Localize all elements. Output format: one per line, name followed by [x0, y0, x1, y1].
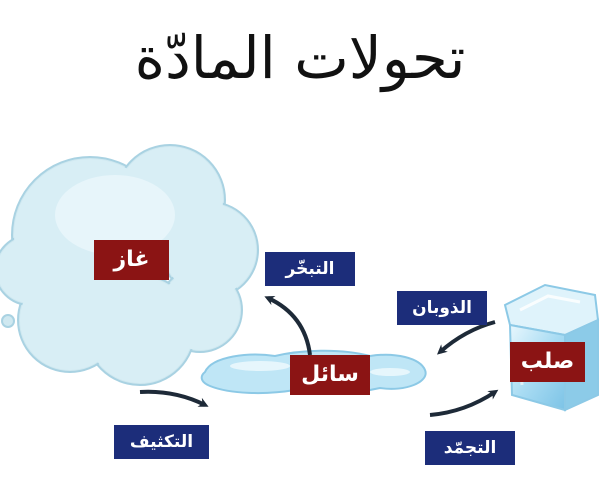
state-label-liquid: سائل — [290, 355, 370, 395]
process-label-freezing: التجمّد — [425, 431, 515, 465]
diagram-title: تحولات المادّة — [134, 24, 466, 92]
process-label-evaporation: التبخّر — [265, 252, 355, 286]
evaporation-arrow-icon — [264, 295, 312, 356]
condensation-arrow-icon — [139, 389, 209, 407]
state-label-gas: غاز — [94, 240, 169, 280]
process-label-melting: الذوبان — [397, 291, 487, 325]
melting-arrow-icon — [436, 320, 496, 355]
freezing-arrow-icon — [429, 389, 499, 417]
state-label-solid: صلب — [510, 342, 585, 382]
process-label-condensation: التكثيف — [114, 425, 209, 459]
